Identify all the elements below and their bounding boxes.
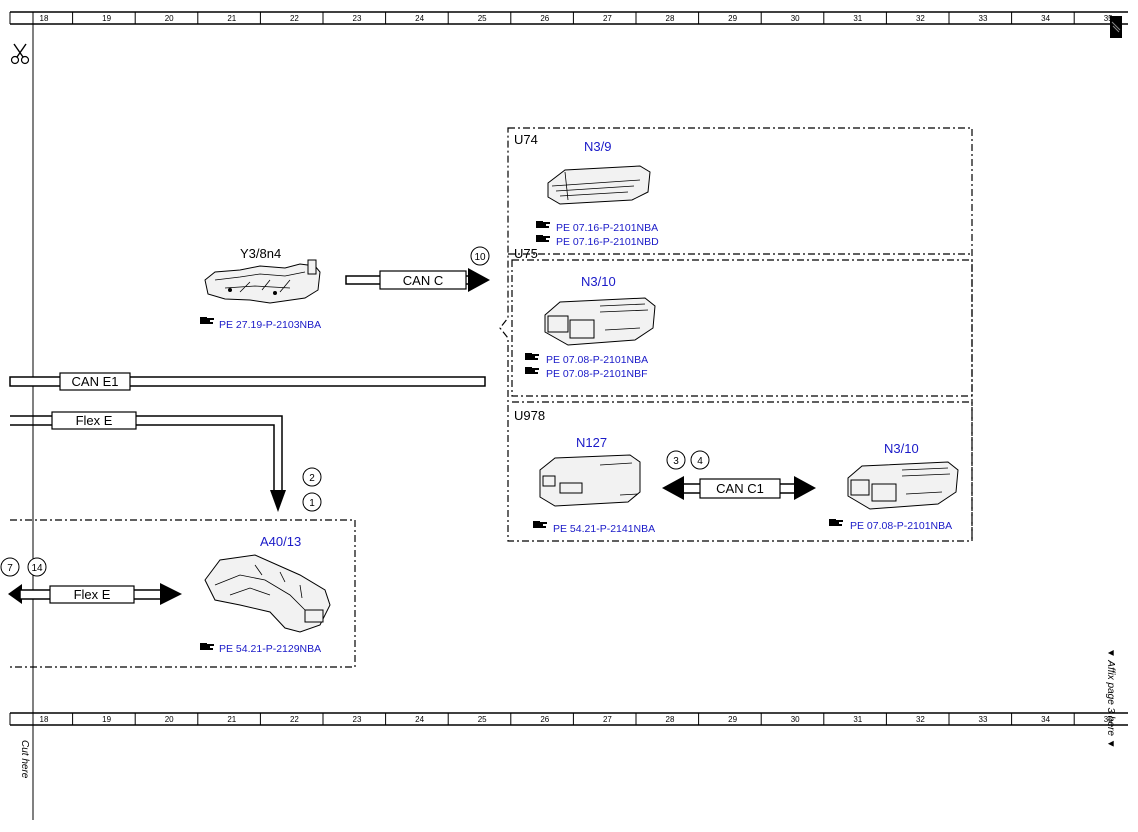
top-ruler-label: 27 bbox=[603, 14, 612, 23]
reference-pointer-icon bbox=[200, 317, 214, 324]
top-ruler-label: 30 bbox=[791, 14, 800, 23]
ref-n3-10-2[interactable]: PE 07.08-P-2101NBF bbox=[546, 368, 648, 380]
cut-here-text: Cut here bbox=[19, 740, 30, 779]
group-label-u75: U75 bbox=[514, 246, 538, 261]
marker-1: 1 bbox=[309, 498, 315, 509]
bottom-ruler-label: 28 bbox=[666, 715, 675, 724]
ref-n3-10-u978[interactable]: PE 07.08-P-2101NBA bbox=[850, 520, 952, 532]
reference-pointer-icon bbox=[200, 643, 214, 650]
top-ruler-label: 19 bbox=[102, 14, 111, 23]
bottom-ruler-label: 23 bbox=[353, 715, 362, 724]
top-ruler-label: 22 bbox=[290, 14, 299, 23]
top-ruler-label: 32 bbox=[916, 14, 925, 23]
top-ruler-label: 24 bbox=[415, 14, 424, 23]
reference-pointer-icon bbox=[536, 235, 550, 242]
reference-pointer-icon bbox=[829, 519, 843, 526]
component-label-y3-8n4: Y3/8n4 bbox=[240, 246, 281, 261]
bus-can-e1: CAN E1 bbox=[9, 372, 486, 391]
bottom-ruler-label: 18 bbox=[40, 715, 49, 724]
bottom-ruler-label: 22 bbox=[290, 715, 299, 724]
bottom-ruler-label: 30 bbox=[791, 715, 800, 724]
marker-4: 4 bbox=[697, 456, 703, 467]
component-y3-8n4[interactable]: Y3/8n4 PE 27.19-P-2103NBA bbox=[200, 246, 321, 331]
top-ruler-label: 28 bbox=[666, 14, 675, 23]
bottom-ruler-label: 34 bbox=[1041, 715, 1050, 724]
group-u74: U74 N3/9 PE 07.16-P-2101NBA PE 07.16-P-2… bbox=[514, 132, 659, 248]
bottom-ruler-label: 19 bbox=[102, 715, 111, 724]
bottom-ruler-label: 21 bbox=[227, 715, 236, 724]
ecu-n3-9-icon bbox=[547, 165, 651, 205]
valve-body-icon bbox=[204, 259, 321, 304]
component-label-n3-10: N3/10 bbox=[581, 274, 616, 289]
top-ruler-label: 25 bbox=[478, 14, 487, 23]
bottom-ruler-label: 33 bbox=[979, 715, 988, 724]
bottom-ruler-label: 24 bbox=[415, 715, 424, 724]
bus-label-can-c1: CAN C1 bbox=[716, 481, 764, 496]
marker-3: 3 bbox=[673, 456, 679, 467]
top-ruler-label: 18 bbox=[40, 14, 49, 23]
bottom-ruler: 18 19 20 21 22 23 24 25 26 27 28 29 30 31 32 33 34 35 bbox=[9, 712, 1128, 726]
component-label-n3-10-u978: N3/10 bbox=[884, 441, 919, 456]
ref-n3-10-1[interactable]: PE 07.08-P-2101NBA bbox=[546, 354, 648, 366]
marker-10: 10 bbox=[474, 252, 486, 263]
bottom-ruler-label: 26 bbox=[540, 715, 549, 724]
reference-pointer-icon bbox=[525, 367, 539, 374]
group-label-u978: U978 bbox=[514, 408, 545, 423]
bus-label-can-e1: CAN E1 bbox=[72, 374, 119, 389]
page-tab-icon bbox=[1110, 16, 1122, 38]
top-ruler: 18 19 20 21 22 23 24 25 26 27 28 29 30 31 32 33 34 35 bbox=[9, 11, 1128, 25]
top-ruler-label: 31 bbox=[853, 14, 862, 23]
bus-label-flex-e-top: Flex E bbox=[76, 413, 113, 428]
reference-pointer-icon bbox=[536, 221, 550, 228]
top-ruler-label: 35 bbox=[1104, 14, 1113, 23]
affix-page-text: ▼ Affix page 3 here ▼ bbox=[1105, 648, 1116, 749]
top-ruler-label: 21 bbox=[227, 14, 236, 23]
ref-a40-13[interactable]: PE 54.21-P-2129NBA bbox=[219, 643, 321, 655]
top-ruler-label: 26 bbox=[540, 14, 549, 23]
component-label-n127: N127 bbox=[576, 435, 607, 450]
ref-n3-9-2[interactable]: PE 07.16-P-2101NBD bbox=[556, 236, 659, 248]
control-unit-groups: U74 N3/9 PE 07.16-P-2101NBA PE 07.16-P-2… bbox=[499, 127, 973, 542]
bottom-ruler-label: 29 bbox=[728, 715, 737, 724]
scissors-icon bbox=[10, 43, 30, 65]
group-u978: U978 N127 PE 54.21-P-2141NBA CAN C1 3 4 … bbox=[514, 408, 959, 535]
marker-2: 2 bbox=[309, 473, 315, 484]
reference-pointer-icon bbox=[525, 353, 539, 360]
top-ruler-label: 20 bbox=[165, 14, 174, 23]
bottom-ruler-label: 31 bbox=[853, 715, 862, 724]
bus-can-c: CAN C 10 bbox=[345, 246, 490, 292]
ecu-n3-10-u978-icon bbox=[847, 461, 959, 510]
bus-flex-e-top: Flex E 2 1 bbox=[10, 411, 322, 512]
bottom-ruler-label: 25 bbox=[478, 715, 487, 724]
group-label-u74: U74 bbox=[514, 132, 538, 147]
marker-14: 14 bbox=[31, 563, 43, 574]
group-u75: U75 N3/10 PE 07.08-P-2101NBA PE 07.08-P-… bbox=[514, 246, 656, 380]
bottom-ruler-label: 35 bbox=[1104, 715, 1113, 724]
ecu-n3-10-icon bbox=[544, 297, 656, 346]
top-ruler-label: 29 bbox=[728, 14, 737, 23]
bottom-ruler-label: 27 bbox=[603, 715, 612, 724]
ref-y3-8n4[interactable]: PE 27.19-P-2103NBA bbox=[219, 319, 321, 331]
bus-label-flex-e-bottom: Flex E bbox=[74, 587, 111, 602]
reference-pointer-icon bbox=[533, 521, 547, 528]
module-n127-icon bbox=[539, 454, 641, 507]
bottom-ruler-label: 20 bbox=[165, 715, 174, 724]
bus-label-can-c: CAN C bbox=[403, 273, 443, 288]
ref-n3-9-1[interactable]: PE 07.16-P-2101NBA bbox=[556, 222, 658, 234]
component-label-n3-9: N3/9 bbox=[584, 139, 611, 154]
bottom-ruler-label: 32 bbox=[916, 715, 925, 724]
component-label-a40-13: A40/13 bbox=[260, 534, 301, 549]
top-ruler-label: 23 bbox=[353, 14, 362, 23]
ref-n127[interactable]: PE 54.21-P-2141NBA bbox=[553, 523, 655, 535]
group-a40-13: A40/13 PE 54.21-P-2129NBA Flex E 7 14 bbox=[0, 519, 356, 668]
marker-7: 7 bbox=[7, 563, 13, 574]
top-ruler-label: 34 bbox=[1041, 14, 1050, 23]
controller-a40-icon bbox=[204, 554, 331, 633]
top-ruler-label: 33 bbox=[979, 14, 988, 23]
